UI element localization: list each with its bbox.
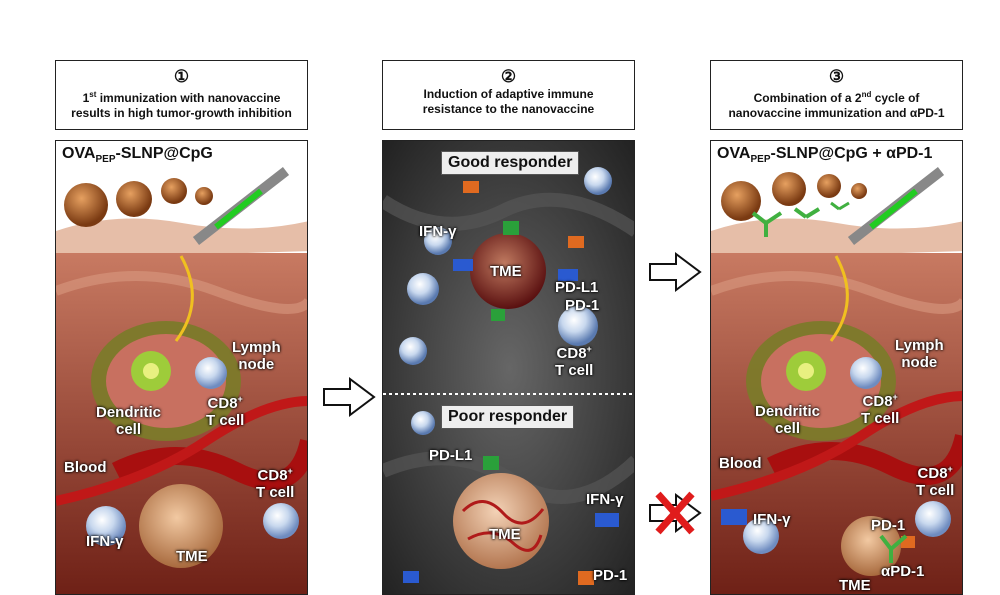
nanoparticle [195, 187, 213, 205]
protein [558, 269, 578, 281]
tumor-shape [841, 516, 901, 576]
ifn-gamma-label: IFN-γ [86, 533, 124, 550]
t-cell [743, 518, 779, 554]
tme-label: TME [839, 577, 871, 594]
antibody-icon [793, 207, 821, 219]
caption-step-1: ① 1st immunization with nanovaccine resu… [55, 60, 308, 130]
blood-label: Blood [64, 459, 107, 476]
cd8-t-cell-label: CD8+T cell [555, 344, 594, 379]
nanoparticle [851, 183, 867, 199]
skin-layer [711, 218, 962, 259]
t-cell [399, 337, 427, 365]
step-number: ③ [828, 67, 845, 86]
pd-l1-label-bottom: PD-L1 [429, 447, 473, 464]
nanoparticle [772, 172, 806, 206]
protein [568, 236, 584, 248]
caption-line-1: Combination of a 2nd cycle of [753, 90, 920, 105]
nanoparticle [64, 183, 108, 227]
antibody-icon [830, 201, 850, 211]
t-cell [850, 357, 882, 389]
step-number: ① [173, 67, 190, 86]
blood-label: Blood [719, 455, 762, 472]
panel-step-2: Good responder IFN-γ TME PD-L1 PD-1 CD8+… [382, 140, 635, 595]
caption-step-3: ③ Combination of a 2nd cycle of nanovacc… [710, 60, 963, 130]
blocked-arrow-icon [649, 491, 702, 535]
protein [483, 456, 499, 470]
protein [463, 181, 479, 193]
cd8-t-cell-label-a: CD8+T cell [861, 392, 900, 427]
nanoparticle [721, 181, 761, 221]
cd8-t-cell-label-b: CD8+T cell [916, 464, 955, 499]
caption-line-2: resistance to the nanovaccine [422, 102, 595, 116]
antibody-icon [879, 534, 908, 563]
caption-step-2: ② Induction of adaptive immune resistanc… [382, 60, 635, 130]
caption-line-1: Induction of adaptive immune [423, 87, 594, 101]
t-cell [407, 273, 439, 305]
tumor-shape [139, 484, 223, 568]
ifn-gamma-label-bottom: IFN-γ [586, 491, 624, 508]
caption-line-2: nanovaccine immunization and αPD-1 [728, 106, 945, 120]
cd8-t-cell-label-a: CD8+T cell [206, 394, 245, 429]
t-cell [915, 501, 951, 537]
caption-line-1: 1st immunization with nanovaccine [82, 90, 281, 105]
nanoparticle [161, 178, 187, 204]
tme-label: TME [176, 548, 208, 565]
caption-line-2: results in high tumor-growth inhibition [71, 106, 292, 120]
pd-1-label: PD-1 [871, 517, 906, 534]
blood-vessel [111, 438, 307, 490]
t-cell [424, 227, 452, 255]
panel-1-illustration [56, 141, 307, 594]
tumor-good-responder [470, 233, 546, 309]
t-cell [263, 503, 299, 539]
t-cell [584, 167, 612, 195]
step-number: ② [500, 67, 517, 86]
nanoparticle [116, 181, 152, 217]
protein [578, 571, 594, 585]
tumor-poor-responder [453, 473, 549, 569]
protein [453, 259, 473, 271]
arrow-right-icon [323, 377, 376, 417]
protein [503, 221, 519, 235]
nanoparticle [817, 174, 841, 198]
tme-label-bottom: TME [489, 526, 521, 543]
good-responder-label: Good responder [441, 151, 580, 175]
t-cell [558, 306, 598, 346]
panel-2-illustration [383, 141, 634, 594]
pd-l1-label: PD-L1 [555, 279, 599, 296]
protein [595, 513, 619, 527]
ifn-gamma-label: IFN-γ [419, 223, 457, 240]
alpha-pd-1-label: αPD-1 [881, 563, 925, 580]
t-cell [195, 357, 227, 389]
tme-label: TME [490, 263, 522, 280]
t-cell [86, 506, 126, 546]
skin-layer [56, 218, 307, 259]
t-cell [411, 411, 435, 435]
protein [721, 509, 747, 525]
panel-3-title: OVAPEP-SLNP@CpG + αPD-1 [717, 145, 933, 166]
arrow-right-icon [649, 252, 702, 292]
panel-3-illustration [711, 167, 962, 594]
panel-1-title: OVAPEP-SLNP@CpG [62, 145, 213, 166]
blood-vessel [766, 433, 962, 485]
cd8-t-cell-label-b: CD8+T cell [256, 466, 295, 501]
poor-responder-label: Poor responder [441, 405, 575, 429]
protein [491, 309, 505, 321]
protein [403, 571, 419, 583]
ifn-gamma-label: IFN-γ [753, 511, 791, 528]
pd-1-label: PD-1 [565, 297, 600, 314]
pd-1-label-bottom: PD-1 [593, 567, 628, 584]
antibody-icon [751, 211, 783, 237]
